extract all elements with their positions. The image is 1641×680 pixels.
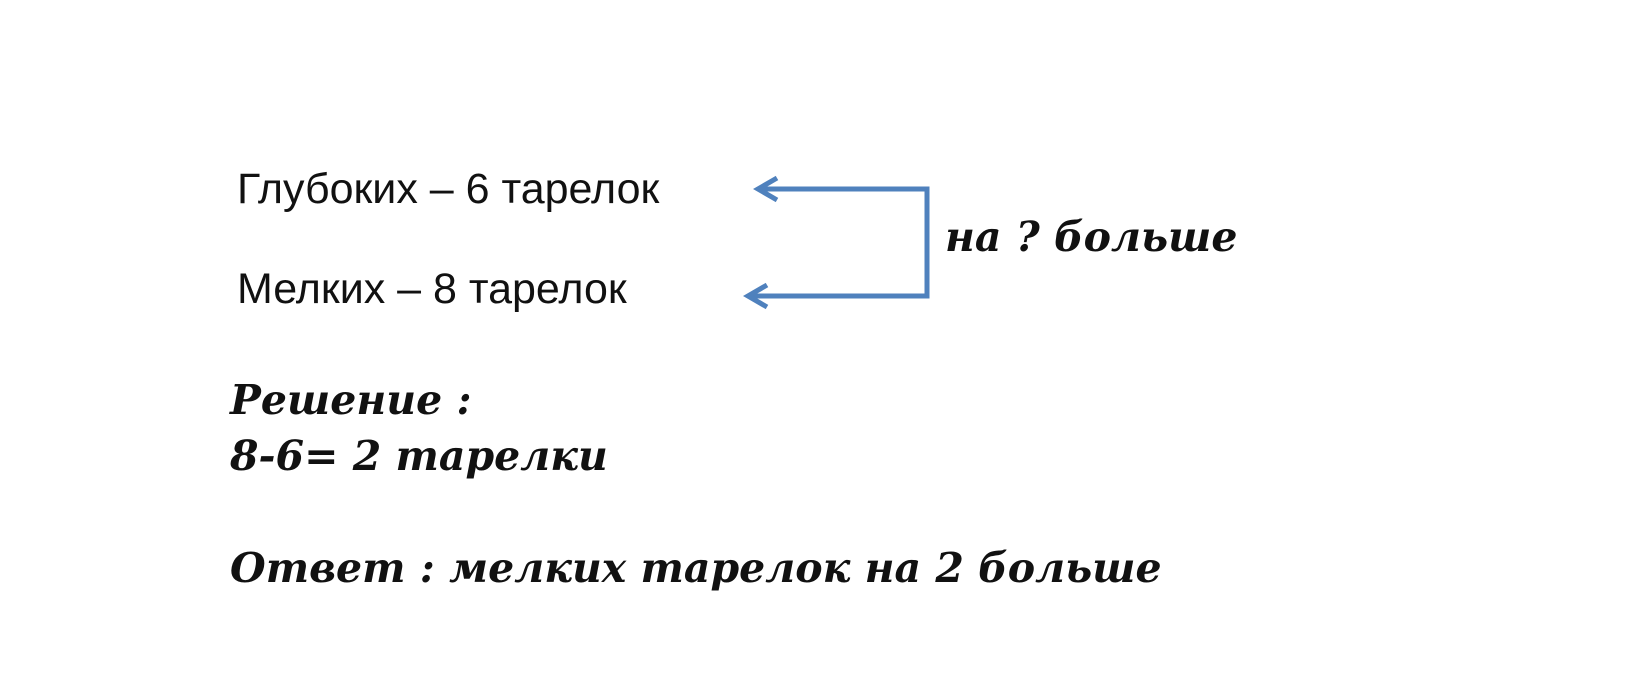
condition-deep-plates: Глубоких – 6 тарелок bbox=[237, 165, 660, 213]
bracket-line bbox=[752, 186, 930, 299]
condition-flat-plates: Мелких – 8 тарелок bbox=[237, 265, 627, 313]
arrow-head-top bbox=[753, 175, 779, 203]
solution-equation: 8-6= 2 тарелки bbox=[230, 432, 608, 480]
answer-text: Ответ : мелких тарелок на 2 больше bbox=[230, 544, 1162, 592]
arrow-head-bottom bbox=[743, 282, 769, 310]
solution-title: Решение : bbox=[230, 376, 472, 424]
question-label: на ? больше bbox=[945, 213, 1238, 261]
